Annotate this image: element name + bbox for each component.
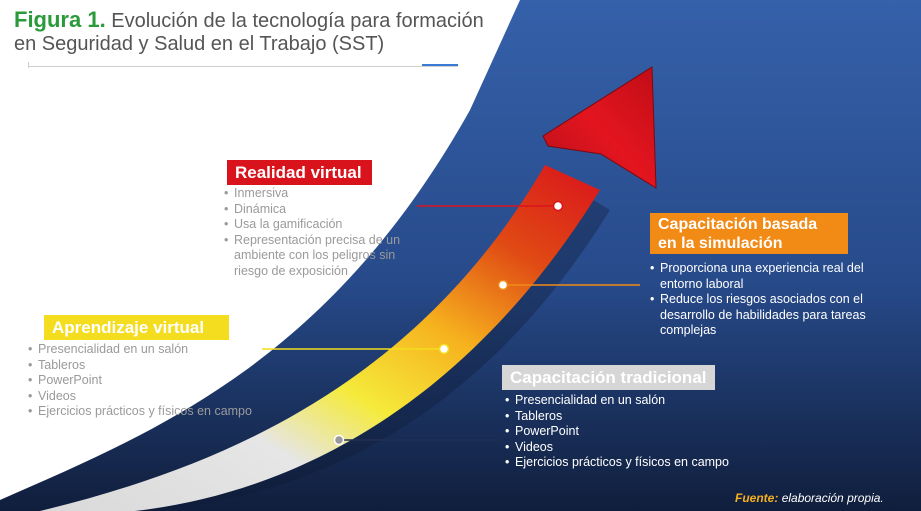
- list-realidad-virtual: Inmersiva Dinámica Usa la gamificación R…: [224, 186, 414, 279]
- arrow-head: [542, 66, 657, 189]
- source-note: Fuente: elaboración propia.: [735, 491, 884, 505]
- list-item: PowerPoint: [28, 373, 298, 389]
- list-capacitacion-simulacion: Proporciona una experiencia real del ent…: [650, 261, 890, 339]
- list-item: Presencialidad en un salón: [505, 393, 765, 409]
- arrow-body: [40, 165, 600, 511]
- marker-aprendizaje: [438, 343, 450, 355]
- source-key: Fuente:: [735, 491, 779, 505]
- title-divider: [28, 66, 458, 67]
- label-capacitacion-tradicional: Capacitación tradicional: [502, 365, 715, 390]
- list-item: Reduce los riesgos asociados con el desa…: [650, 292, 890, 339]
- marker-tradicional: [333, 434, 345, 446]
- list-item: Representación precisa de un ambiente co…: [224, 233, 414, 280]
- list-item: Usa la gamificación: [224, 217, 414, 233]
- list-item: Ejercicios prácticos y físicos en campo: [505, 455, 765, 471]
- marker-realidad: [552, 200, 564, 212]
- marker-simulacion: [497, 279, 509, 291]
- list-item: Tableros: [28, 358, 298, 374]
- list-item: PowerPoint: [505, 424, 765, 440]
- figure-tag: Figura 1.: [14, 7, 106, 32]
- label-capacitacion-simulacion: Capacitación basada en la simulación: [650, 213, 848, 254]
- title-divider-accent: [422, 64, 458, 66]
- label-aprendizaje-virtual: Aprendizaje virtual: [44, 315, 229, 340]
- list-item: Presencialidad en un salón: [28, 342, 298, 358]
- figure-title: Figura 1. Evolución de la tecnología par…: [14, 8, 484, 56]
- figure-title-text: Evolución de la tecnología para formació…: [14, 10, 484, 55]
- list-item: Ejercicios prácticos y físicos en campo: [28, 404, 298, 420]
- list-item: Tableros: [505, 409, 765, 425]
- list-item: Videos: [28, 389, 298, 405]
- list-item: Proporciona una experiencia real del ent…: [650, 261, 890, 292]
- list-item: Inmersiva: [224, 186, 414, 202]
- title-divider-tick: [28, 62, 29, 68]
- list-item: Dinámica: [224, 202, 414, 218]
- label-realidad-virtual: Realidad virtual: [227, 160, 372, 185]
- source-text: elaboración propia.: [781, 491, 884, 505]
- list-aprendizaje-virtual: Presencialidad en un salón Tableros Powe…: [28, 342, 298, 420]
- list-item: Videos: [505, 440, 765, 456]
- list-capacitacion-tradicional: Presencialidad en un salón Tableros Powe…: [505, 393, 765, 471]
